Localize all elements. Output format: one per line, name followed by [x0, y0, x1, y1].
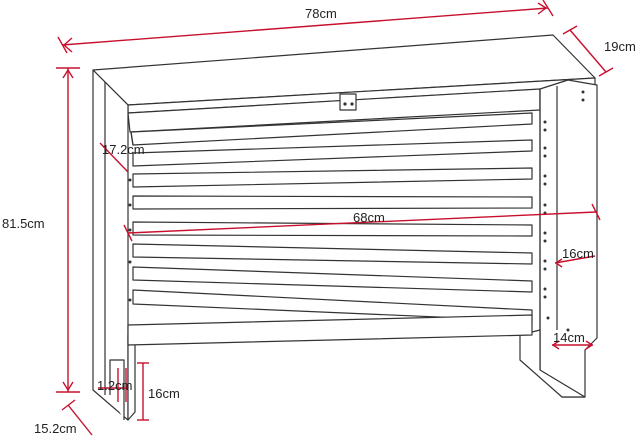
right-side-panel	[539, 79, 598, 398]
slat-7	[132, 266, 533, 293]
label-foot-depth: 15.2cm	[34, 421, 77, 436]
dim-side-inset-line	[554, 255, 596, 264]
dimension-labels: 78cm 19cm 81.5cm 17.2cm 68cm 16cm 14cm 1…	[2, 6, 636, 436]
wall-bracket	[339, 93, 357, 111]
label-slat-spacing: 17.2cm	[102, 142, 145, 157]
label-board-thickness: 1.2cm	[97, 378, 132, 393]
label-side-bottom: 14cm	[553, 330, 585, 345]
label-inner-width: 68cm	[353, 210, 385, 225]
label-width-top: 78cm	[305, 6, 337, 21]
dimension-lines	[56, 0, 614, 436]
dim-slat-spacing-line	[99, 142, 129, 173]
slat-4	[132, 195, 533, 210]
radiator-cover-drawing	[92, 34, 598, 421]
slat-2	[132, 139, 533, 167]
bottom-rail	[127, 314, 533, 346]
dim-width-top-line	[61, 7, 549, 46]
label-height: 81.5cm	[2, 216, 45, 231]
slat-5	[132, 221, 533, 237]
dim-depth-line	[569, 29, 607, 73]
dim-foot-depth-line	[67, 404, 93, 436]
right-front-foot	[519, 329, 586, 398]
slat-3	[132, 167, 533, 188]
dim-inner-width-line	[127, 211, 597, 234]
label-depth: 19cm	[604, 39, 636, 54]
label-foot-height: 16cm	[148, 386, 180, 401]
screw-holes	[128, 90, 585, 332]
slats	[130, 112, 533, 322]
slat-6	[132, 243, 533, 265]
label-side-inset: 16cm	[562, 246, 594, 261]
